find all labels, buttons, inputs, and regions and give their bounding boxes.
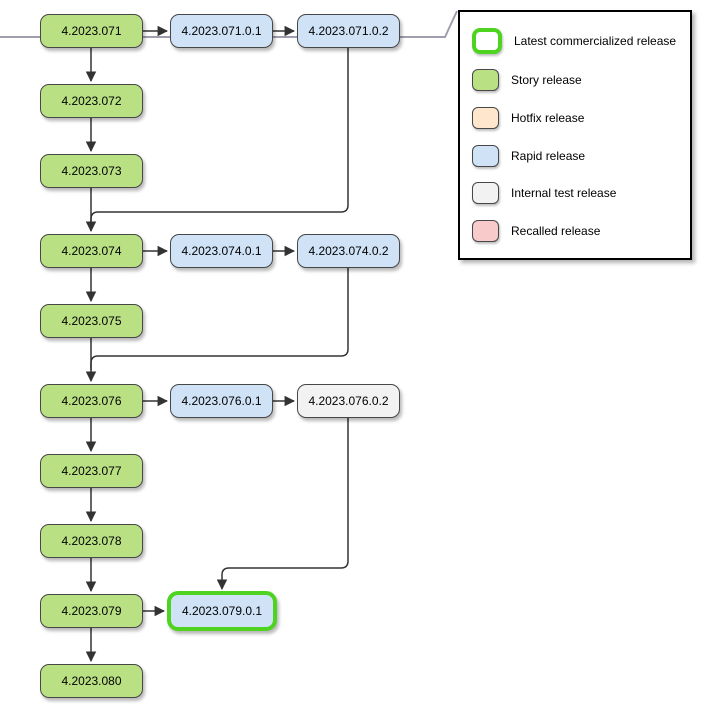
legend-label: Hotfix release bbox=[511, 111, 585, 126]
node-4.2023.074: 4.2023.074 bbox=[40, 234, 143, 268]
node-4.2023.079: 4.2023.079 bbox=[40, 594, 143, 628]
legend-item-latest: Latest commercialized release bbox=[460, 27, 690, 54]
node-4.2023.071: 4.2023.071 bbox=[40, 14, 143, 48]
node-4.2023.076.0.2: 4.2023.076.0.2 bbox=[297, 384, 400, 418]
node-4.2023.078: 4.2023.078 bbox=[40, 524, 143, 558]
legend-label: Story release bbox=[511, 73, 582, 88]
story-release-swatch bbox=[472, 69, 499, 92]
legend-label: Latest commercialized release bbox=[514, 33, 677, 48]
edges-group bbox=[85, 25, 349, 663]
legend-item-rapid: Rapid release bbox=[460, 144, 690, 167]
timeline-line bbox=[0, 10, 458, 38]
node-4.2023.072: 4.2023.072 bbox=[40, 84, 143, 118]
legend-label: Internal test release bbox=[511, 186, 617, 201]
node-4.2023.075: 4.2023.075 bbox=[40, 304, 143, 338]
node-4.2023.076: 4.2023.076 bbox=[40, 384, 143, 418]
node-4.2023.074.0.1: 4.2023.074.0.1 bbox=[170, 234, 273, 268]
legend-item-hotfix: Hotfix release bbox=[460, 107, 690, 130]
node-4.2023.076.0.1: 4.2023.076.0.1 bbox=[170, 384, 273, 418]
legend-item-internal: Internal test release bbox=[460, 182, 690, 205]
node-4.2023.073: 4.2023.073 bbox=[40, 154, 143, 188]
hotfix-release-swatch bbox=[472, 107, 499, 130]
legend-item-story: Story release bbox=[460, 69, 690, 92]
legend-item-recalled: Recalled release bbox=[460, 220, 690, 243]
legend-label: Recalled release bbox=[511, 224, 601, 239]
node-4.2023.071.0.2: 4.2023.071.0.2 bbox=[297, 14, 400, 48]
legend: Latest commercialized release Story rele… bbox=[458, 10, 692, 260]
legend-label: Rapid release bbox=[511, 148, 586, 163]
internal-test-release-swatch bbox=[472, 182, 499, 205]
latest-commercialized-swatch bbox=[472, 27, 502, 54]
node-4.2023.080: 4.2023.080 bbox=[40, 664, 143, 698]
rapid-release-swatch bbox=[472, 144, 499, 167]
node-4.2023.071.0.1: 4.2023.071.0.1 bbox=[170, 14, 273, 48]
node-4.2023.079.0.1-latest: 4.2023.079.0.1 bbox=[167, 591, 277, 631]
recalled-release-swatch bbox=[472, 220, 499, 243]
node-4.2023.074.0.2: 4.2023.074.0.2 bbox=[297, 234, 400, 268]
node-4.2023.077: 4.2023.077 bbox=[40, 454, 143, 488]
